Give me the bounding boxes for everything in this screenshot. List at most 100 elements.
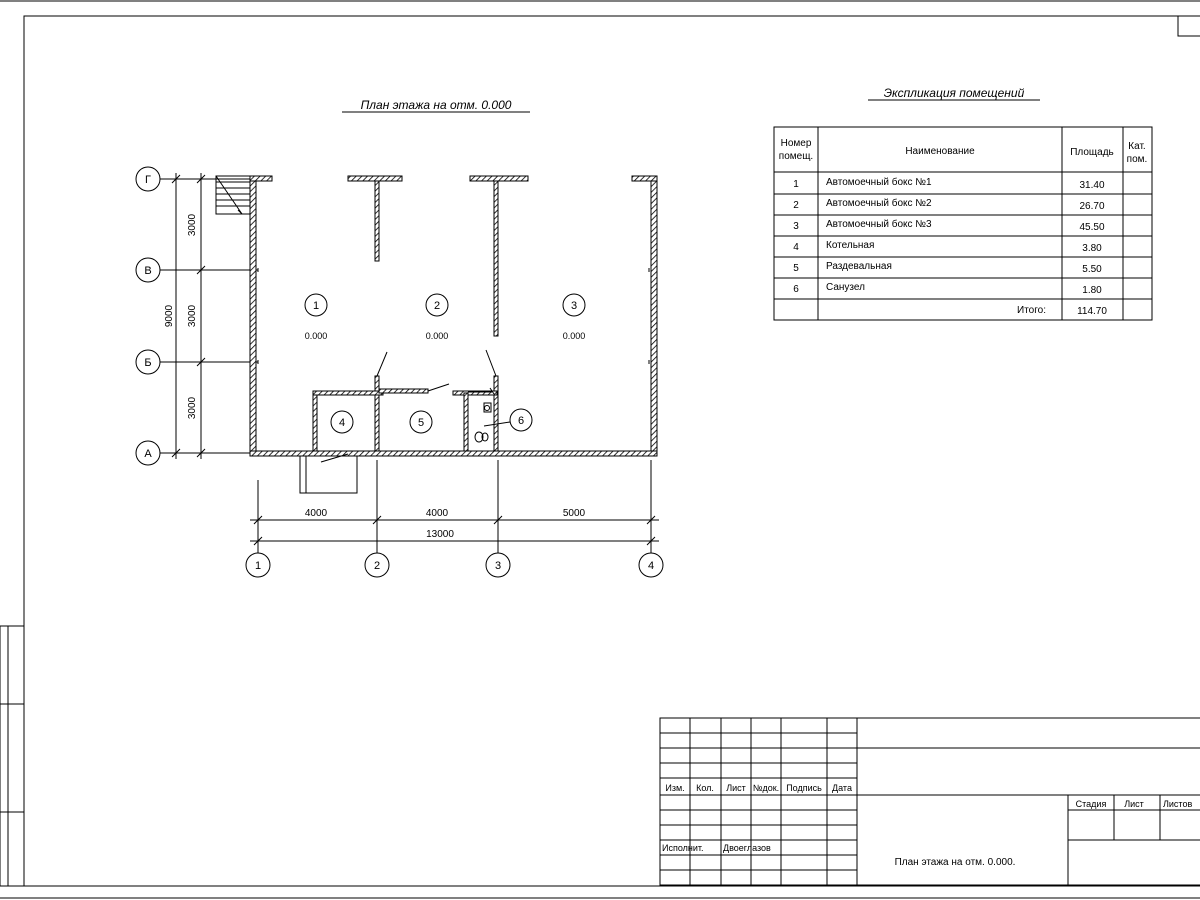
axis-label-b: Б [144, 357, 151, 369]
explication-table-grid [773, 126, 1153, 321]
table-total-row: Итого: 114.70 [1017, 305, 1107, 317]
col-header-list: Лист [726, 783, 746, 793]
axis-bubble-g [135, 166, 161, 192]
axis-label-v: В [144, 265, 151, 277]
drawing-name: План этажа на отм. 0.000. [895, 857, 1016, 868]
header-num-line1: Номер [781, 138, 812, 149]
entry-porch [299, 455, 358, 494]
sanitary-fixtures [474, 402, 492, 443]
dim-v-2: 3000 [187, 304, 198, 327]
row-num: 6 [793, 284, 799, 295]
title-block-grid [659, 717, 1200, 886]
vertical-dimensions: 3000 3000 3000 9000 [164, 173, 206, 459]
building-walls [249, 175, 658, 457]
room-marker-2 [425, 293, 449, 317]
room-marker-4 [330, 410, 354, 434]
row-area: 1.80 [1082, 285, 1102, 296]
axis-bubble-1 [245, 552, 271, 578]
col-header-izm: Изм. [665, 783, 684, 793]
explication-table-rows: 1 Автомоечный бокс №1 31.40 2 Автомоечны… [793, 176, 1107, 317]
row-area: 45.50 [1079, 222, 1104, 233]
axis-label-g: Г [145, 174, 151, 186]
row-num: 2 [793, 200, 799, 211]
table-row: 2 Автомоечный бокс №2 26.70 [793, 197, 1105, 212]
room-marker-5 [409, 410, 433, 434]
table-row: 6 Санузел 1.80 [793, 282, 1102, 296]
room-markers: 1 0.000 2 0.000 3 0.000 4 5 6 [304, 293, 586, 434]
axis-bubble-a [135, 440, 161, 466]
total-label: Итого: [1017, 305, 1046, 316]
room-marker-3 [562, 293, 586, 317]
room-level-2: 0.000 [426, 331, 449, 341]
axis-label-a: А [144, 448, 152, 460]
room-marker-1 [304, 293, 328, 317]
header-cat-line2: пом. [1127, 154, 1148, 165]
table-row: 3 Автомоечный бокс №3 45.50 [793, 218, 1105, 233]
row-area: 26.70 [1079, 201, 1104, 212]
row-num: 5 [793, 263, 799, 274]
axis-bubble-4 [638, 552, 664, 578]
dim-v-total: 9000 [164, 304, 175, 327]
col-header-ndok: №док. [753, 783, 779, 793]
sheets-label: Листов [1163, 799, 1192, 809]
row-area: 3.80 [1082, 243, 1102, 254]
col-header-kol: Кол. [696, 783, 714, 793]
horizontal-dimensions: 4000 4000 5000 13000 [250, 508, 659, 546]
row-area: 5.50 [1082, 264, 1102, 275]
room-number-4: 4 [339, 417, 345, 429]
row-num: 4 [793, 242, 799, 253]
left-binding-stamp [0, 625, 25, 887]
room-marker-6 [509, 408, 533, 432]
col-header-podpis: Подпись [786, 783, 822, 793]
table-row: 5 Раздевальная 5.50 [793, 261, 1102, 275]
axis-bubble-b [135, 349, 161, 375]
table-row: 4 Котельная 3.80 [793, 240, 1102, 254]
axis-bubble-2 [364, 552, 390, 578]
row-num: 1 [793, 179, 799, 190]
row-name: Раздевальная [826, 261, 892, 272]
header-cat-line1: Кат. [1128, 141, 1145, 152]
axis-label-4: 4 [648, 560, 654, 572]
axis-label-1: 1 [255, 560, 261, 572]
explication-table-header: Номер помещ. Наименование Площадь Кат. п… [779, 138, 1148, 165]
axis-label-2: 2 [374, 560, 380, 572]
dim-v-1: 3000 [187, 213, 198, 236]
table-row: 1 Автомоечный бокс №1 31.40 [793, 176, 1105, 191]
row-name: Автомоечный бокс №2 [826, 197, 932, 209]
row-name: Автомоечный бокс №3 [826, 218, 932, 230]
axis-bubble-3 [485, 552, 511, 578]
dim-h-2: 4000 [426, 508, 449, 519]
number-axes: 1 2 3 4 [245, 460, 664, 578]
row-name: Автомоечный бокс №1 [826, 176, 932, 188]
total-value: 114.70 [1077, 306, 1107, 317]
dim-h-3: 5000 [563, 508, 586, 519]
room-number-2: 2 [434, 300, 440, 312]
sheet-label: Лист [1124, 799, 1144, 809]
axis-bubble-v [135, 257, 161, 283]
axis-label-3: 3 [495, 560, 501, 572]
room-number-5: 5 [418, 417, 424, 429]
room-number-3: 3 [571, 300, 577, 312]
header-area: Площадь [1070, 147, 1114, 158]
doors [320, 349, 497, 463]
row-name: Котельная [826, 240, 874, 251]
row-num: 3 [793, 221, 799, 232]
header-num-line2: помещ. [779, 151, 813, 162]
executor-name: Двоеглазов [723, 843, 771, 853]
stairs-top [215, 175, 251, 215]
stage-label: Стадия [1076, 799, 1107, 809]
room-number-6: 6 [518, 415, 524, 427]
row-area: 31.40 [1079, 180, 1104, 191]
room-level-3: 0.000 [563, 331, 586, 341]
explication-title: Экспликация помещений [884, 86, 1025, 100]
dim-v-3: 3000 [187, 396, 198, 419]
plan-title: План этажа на отм. 0.000 [361, 98, 512, 112]
dim-h-1: 4000 [305, 508, 328, 519]
room-level-1: 0.000 [305, 331, 328, 341]
room-number-1: 1 [313, 300, 319, 312]
dim-h-total: 13000 [426, 529, 454, 540]
executor-label: Исполнит. [662, 843, 704, 853]
title-block-text: Изм. Кол. Лист №док. Подпись Дата Исполн… [662, 783, 1192, 868]
